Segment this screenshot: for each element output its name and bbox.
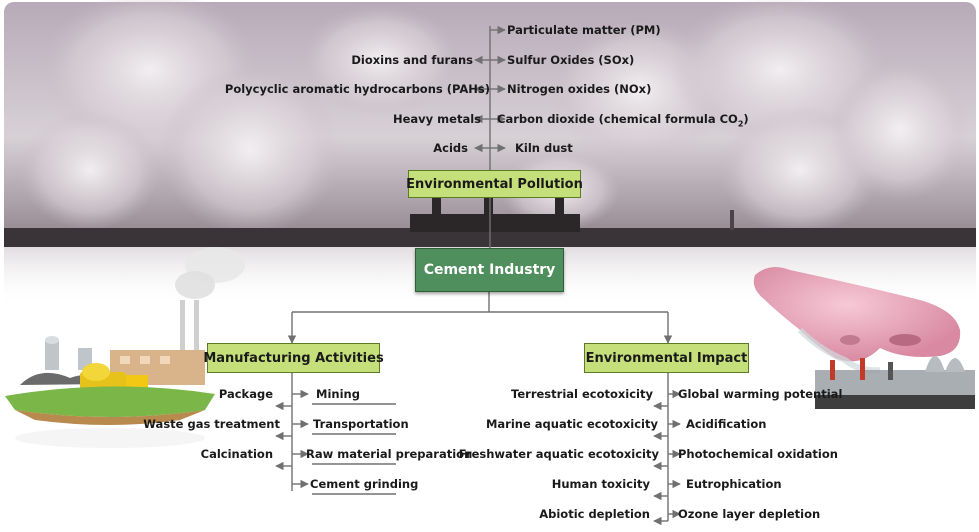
nose-smoke — [753, 266, 975, 409]
manufacturing-item-waste-gas: Waste gas treatment — [143, 417, 280, 431]
pollution-item-co2: Carbon dioxide (chemical formula CO2) — [497, 112, 749, 131]
pollution-item-sox: Sulfur Oxides (SOx) — [507, 53, 635, 67]
pollution-item-acids: Acids — [433, 141, 468, 155]
co2-subscript: 2 — [737, 119, 744, 129]
impact-item-abiotic: Abiotic depletion — [539, 507, 650, 521]
impact-item-gwp: Global warming potential — [678, 387, 843, 401]
impact-item-marine: Marine aquatic ecotoxicity — [485, 417, 658, 431]
environmental-impact-box: Environmental Impact — [584, 343, 749, 373]
pollution-item-nox: Nitrogen oxides (NOx) — [507, 82, 652, 96]
impact-item-freshwater: Freshwater aquatic ecotoxicity — [458, 447, 659, 461]
impact-item-eutrophication: Eutrophication — [686, 477, 782, 491]
impact-item-ozone: Ozone layer depletion — [678, 507, 821, 521]
manufacturing-item-package: Package — [218, 387, 273, 401]
pollution-item-kiln-dust: Kiln dust — [515, 141, 573, 155]
pollution-item-dioxins: Dioxins and furans — [351, 53, 473, 67]
co2-text: Carbon dioxide (chemical formula CO — [497, 112, 738, 126]
pollution-item-heavy-metals: Heavy metals — [392, 112, 481, 126]
pollution-item-pahs: Polycyclic aromatic hydrocarbons (PAHs) — [224, 82, 490, 96]
impact-item-terrestrial: Terrestrial ecotoxicity — [511, 387, 653, 401]
co2-close: ) — [743, 112, 749, 126]
pollution-item-pm: Particulate matter (PM) — [507, 23, 661, 37]
environmental-pollution-box: Environmental Pollution — [406, 170, 583, 198]
connector-lines — [275, 25, 681, 526]
manufacturing-activities-box: Manufacturing Activities — [203, 343, 384, 373]
manufacturing-item-transportation: Transportation — [313, 417, 409, 431]
cement-industry-box: Cement Industry — [415, 248, 564, 292]
manufacturing-item-raw-material: Raw material preparation — [306, 447, 473, 461]
impact-item-human-toxicity: Human toxicity — [551, 477, 650, 491]
smoke-sky-banner — [4, 0, 976, 247]
manufacturing-item-mining: Mining — [316, 387, 360, 401]
impact-item-photochemical: Photochemical oxidation — [678, 447, 838, 461]
manufacturing-item-cement-grinding: Cement grinding — [310, 477, 419, 491]
manufacturing-item-calcination: Calcination — [200, 447, 273, 461]
cement-plant-island — [5, 247, 245, 448]
impact-item-acidification: Acidification — [686, 417, 767, 431]
